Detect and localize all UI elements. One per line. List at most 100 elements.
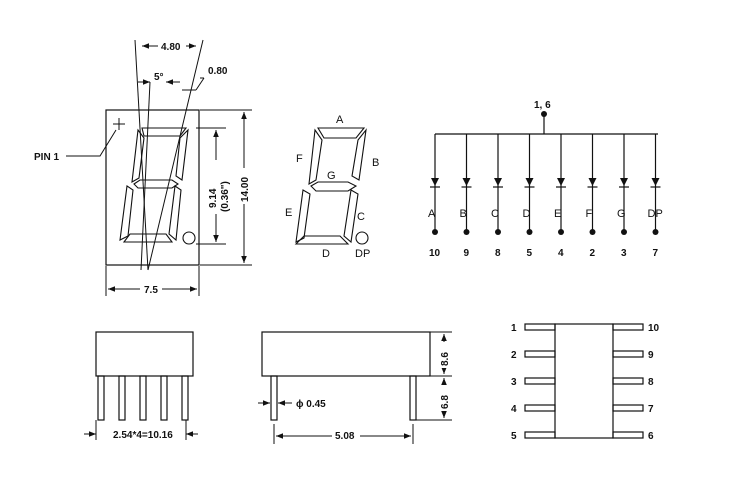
segment-label: DP — [648, 208, 663, 220]
diode-channel-c: C8 — [491, 134, 503, 259]
front-segment-g — [133, 179, 179, 189]
dim-height: 14.00 — [240, 177, 251, 202]
dim-width: 7.5 — [144, 285, 158, 296]
pinout-lead-left — [524, 404, 556, 412]
map-label-g: G — [327, 170, 336, 182]
common-pin-label: 1, 6 — [534, 100, 551, 111]
front-segment-d — [122, 233, 174, 243]
diode-channel-d: D5 — [523, 134, 535, 259]
pin-node — [652, 229, 659, 235]
pinout-number-right: 6 — [648, 431, 654, 442]
dim-angle: 5° — [154, 72, 164, 83]
map-segment-c — [343, 189, 359, 244]
map-label-b: B — [372, 157, 379, 169]
map-label-f: F — [296, 153, 303, 165]
pinout-number-left: 3 — [511, 377, 517, 388]
map-label-dp: DP — [355, 248, 370, 260]
map-label-d: D — [322, 248, 330, 260]
pinout-lead-right — [612, 350, 644, 358]
map-segment-b — [351, 128, 367, 181]
pin1-label: PIN 1 — [34, 152, 59, 163]
map-label-c: C — [357, 211, 365, 223]
pin-number: 7 — [653, 248, 659, 259]
map-segment-f — [308, 128, 323, 186]
segment-label: G — [617, 208, 626, 220]
pin-node — [463, 229, 470, 235]
pin-number: 9 — [464, 248, 470, 259]
end-view: ϕ 0.45 5.08 8.6 6.8 — [258, 331, 452, 444]
end-body — [261, 331, 431, 377]
diode-symbol — [651, 178, 660, 186]
map-label-e: E — [285, 207, 292, 219]
slant-line-center — [140, 81, 151, 271]
side-pin — [160, 375, 168, 421]
diode-symbol — [431, 178, 439, 186]
pin-node — [621, 229, 627, 235]
dim-char-height-mm: 9.14 — [208, 188, 219, 208]
map-decimal-point — [355, 231, 369, 245]
pinout-number-right: 10 — [648, 323, 660, 334]
dim-pin-length: 6.8 — [440, 395, 451, 409]
diode-channel-e: E4 — [554, 134, 566, 259]
diode-symbol — [525, 178, 534, 186]
dim-pitch: 2.54*4=10.16 — [113, 430, 173, 441]
segment-label: F — [586, 208, 593, 220]
pin-node — [526, 229, 533, 235]
front-segment-a — [141, 127, 188, 137]
dim-width-top: 4.80 — [161, 42, 181, 53]
side-pin — [118, 375, 126, 421]
map-segment-g — [310, 181, 358, 192]
front-segment-c — [168, 185, 182, 242]
diode-channel-dp: DP 7 — [648, 134, 663, 259]
pin-number: 2 — [590, 248, 596, 259]
pinout-number-right: 7 — [648, 404, 654, 415]
slant-line-right — [147, 39, 204, 271]
dim-char-height-in: (0.36") — [220, 181, 231, 212]
segment-label: A — [428, 208, 436, 220]
side-body — [95, 331, 194, 377]
pin-node — [432, 229, 438, 235]
pin-node — [589, 229, 596, 235]
dim-segment: 0.80 — [208, 66, 228, 77]
front-decimal-point — [182, 231, 196, 245]
diode-symbol — [494, 178, 502, 186]
pinout-lead-left — [524, 431, 556, 439]
dim-pin-dia: ϕ 0.45 — [296, 399, 326, 410]
dim-body-height: 8.6 — [440, 352, 451, 366]
side-pin — [181, 375, 189, 421]
segment-label: E — [554, 208, 561, 220]
pinout-body — [554, 323, 614, 439]
pin-node — [495, 229, 501, 235]
diode-channel-a: A10 — [428, 134, 441, 259]
segment-label: C — [491, 208, 499, 220]
diode-channel-f: F2 — [586, 134, 598, 259]
map-segment-d — [294, 235, 350, 245]
diode-channel-b: B9 — [460, 134, 472, 259]
side-pin — [139, 375, 147, 421]
pinout-lead-left — [524, 323, 556, 331]
diode-symbol — [557, 178, 565, 186]
diode-channel-g: G3 — [617, 134, 629, 259]
end-pin-left — [270, 375, 278, 421]
segment-map: A B C D E F G DP — [285, 114, 379, 260]
pin-number: 8 — [495, 248, 501, 259]
pinout-number-left: 2 — [511, 350, 517, 361]
pinout-lead-right — [612, 404, 644, 412]
pinout-number-right: 9 — [648, 350, 654, 361]
pin-number: 5 — [527, 248, 533, 259]
map-label-a: A — [336, 114, 344, 126]
pinout-number-right: 8 — [648, 377, 654, 388]
diode-symbol — [620, 178, 628, 186]
front-view: PIN 1 4.80 5° 0.80 9.14 (0.36") 14.00 7.… — [34, 39, 252, 296]
pinout-number-left: 1 — [511, 323, 517, 334]
pinout-lead-right — [612, 377, 644, 385]
pinout-lead-right — [612, 323, 644, 331]
front-segment-f — [131, 128, 145, 184]
pinout-lead-left — [524, 350, 556, 358]
end-pin-right — [409, 375, 417, 421]
front-segment-b — [175, 128, 189, 181]
map-segment-e — [295, 189, 311, 243]
